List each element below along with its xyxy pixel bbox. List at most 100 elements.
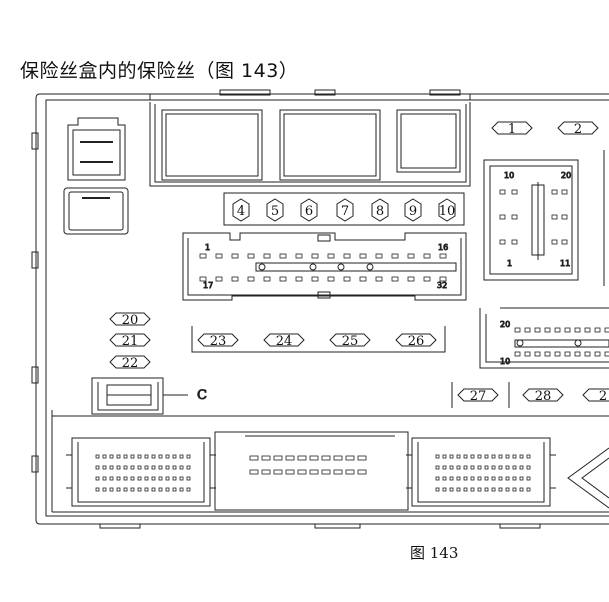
pin-cavity: [249, 469, 259, 475]
right-connector-pins: [499, 189, 568, 245]
pin-cavity: [263, 253, 271, 259]
pin-cavity: [151, 487, 156, 492]
pin-cavity: [594, 351, 601, 357]
pin-cavity: [435, 454, 440, 459]
page-title: 保险丝盒内的保险丝（图 143）: [20, 60, 299, 82]
fuse-2-slot: 2: [582, 388, 609, 404]
pin-cavity: [574, 351, 581, 357]
fuse-6-slot: 6: [300, 198, 318, 222]
pin-cavity: [484, 476, 489, 481]
lower-right-pin-20-label: 20: [500, 320, 510, 329]
pin-cavity: [359, 276, 367, 282]
pin-cavity: [151, 476, 156, 481]
pin-cavity: [470, 476, 475, 481]
lower-middle-right-connector: [406, 437, 556, 507]
pin-cavity: [279, 253, 287, 259]
pin-cavity: [442, 454, 447, 459]
pin-cavity: [343, 253, 351, 259]
fuse-24-label: 24: [276, 334, 293, 349]
pin-cavity: [498, 454, 503, 459]
pin-cavity: [375, 253, 383, 259]
pin-cavity: [498, 465, 503, 470]
pin-cavity: [423, 253, 431, 259]
pin-cavity: [519, 476, 524, 481]
right-pin-20-label: 20: [561, 171, 571, 180]
pin-cavity: [179, 465, 184, 470]
fuse-5-label: 5: [271, 204, 279, 219]
pin-cavity: [295, 276, 303, 282]
pin-cavity: [439, 253, 447, 259]
pin-cavity: [534, 327, 541, 333]
pin-cavity: [435, 487, 440, 492]
pin-cavity: [456, 454, 461, 459]
pin-cavity: [123, 476, 128, 481]
pin-cavity: [491, 454, 496, 459]
pin-cavity: [158, 476, 163, 481]
pin-cavity: [604, 327, 609, 333]
pin-cavity: [442, 487, 447, 492]
pin-cavity: [442, 465, 447, 470]
figure-caption: 图 143: [410, 544, 459, 562]
pin-cavity: [311, 276, 319, 282]
pin-cavity: [144, 487, 149, 492]
pin-cavity: [463, 476, 468, 481]
pin-cavity: [172, 476, 177, 481]
pin-cavity: [456, 465, 461, 470]
pin-cavity: [327, 276, 335, 282]
pin-cavity: [357, 469, 367, 475]
pin-cavity: [295, 253, 303, 259]
pin-cavity: [345, 469, 355, 475]
pin-cavity: [505, 465, 510, 470]
pin-cavity: [130, 476, 135, 481]
lower-corner-connector: [567, 447, 609, 509]
pin-cavity: [375, 276, 383, 282]
pin-cavity: [477, 487, 482, 492]
pin-cavity: [449, 454, 454, 459]
pin-cavity: [357, 455, 367, 461]
pin-cavity: [505, 476, 510, 481]
pin-cavity: [116, 454, 121, 459]
fuse-4-slot: 4: [232, 198, 250, 222]
pin-cavity: [526, 465, 531, 470]
pin-cavity: [463, 487, 468, 492]
main-pin-17-label: 17: [203, 281, 213, 290]
pin-cavity: [551, 239, 558, 245]
main-pin-32-label: 32: [437, 281, 447, 290]
lower-right-connector-pins: [514, 327, 609, 357]
pin-cavity: [512, 454, 517, 459]
main-connector: [182, 232, 467, 301]
fuse-28-label: 28: [535, 389, 552, 404]
pin-cavity: [554, 351, 561, 357]
pin-cavity: [116, 476, 121, 481]
pin-cavity: [511, 189, 518, 195]
right-pin-1-label: 1: [507, 259, 512, 268]
pin-cavity: [95, 487, 100, 492]
pin-cavity: [551, 214, 558, 220]
right-pin-11-label: 11: [560, 259, 570, 268]
pin-cavity: [511, 214, 518, 220]
pin-cavity: [231, 253, 239, 259]
fuse-20-slot: 20: [109, 312, 151, 328]
pin-cavity: [561, 214, 568, 220]
lower-right-pin-10-label: 10: [500, 357, 510, 366]
pin-cavity: [285, 469, 295, 475]
right-connector: [483, 159, 579, 281]
pin-cavity: [116, 487, 121, 492]
fuse-22-slot: 22: [109, 355, 151, 371]
pin-cavity: [137, 476, 142, 481]
pin-cavity: [564, 327, 571, 333]
pin-cavity: [273, 469, 283, 475]
pin-cavity: [231, 276, 239, 282]
lower-right-connector: [479, 307, 609, 369]
pin-cavity: [249, 455, 259, 461]
pin-cavity: [564, 351, 571, 357]
pin-cavity: [144, 454, 149, 459]
pin-cavity: [158, 454, 163, 459]
pin-cavity: [116, 465, 121, 470]
pin-cavity: [186, 454, 191, 459]
pin-cavity: [199, 253, 207, 259]
pin-cavity: [137, 487, 142, 492]
pin-cavity: [345, 455, 355, 461]
pin-cavity: [158, 487, 163, 492]
